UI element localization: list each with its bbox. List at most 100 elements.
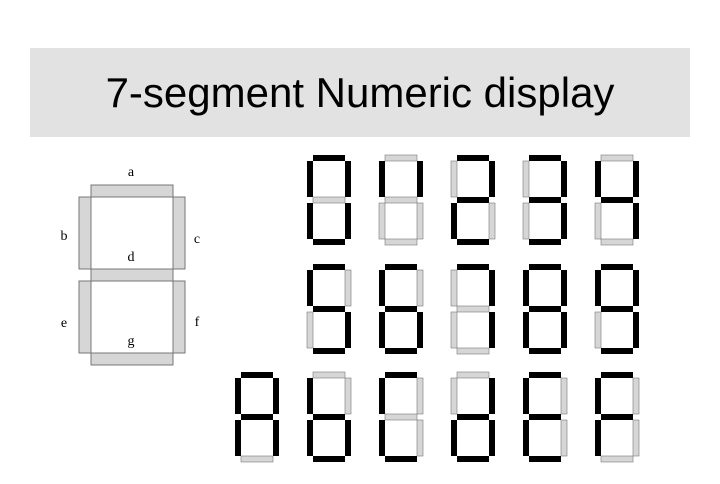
segment-a-on <box>241 372 273 378</box>
seven-segment-digit <box>379 264 424 354</box>
segment-g-on <box>313 239 345 245</box>
segment-c-off <box>344 269 352 307</box>
segment-a-on <box>529 372 561 378</box>
segment-e-on <box>595 420 601 456</box>
segment-f-on <box>345 420 351 456</box>
segment-d-on <box>241 414 273 420</box>
segment-f-off <box>416 202 424 240</box>
segment-g-off <box>384 238 418 246</box>
legend-segment-c <box>172 196 186 270</box>
segment-f-on <box>633 312 639 348</box>
segment-c-on <box>417 161 423 197</box>
segment-c-off <box>344 377 352 415</box>
segment-f-on <box>489 420 495 456</box>
segment-b-off <box>450 377 458 415</box>
legend-segment-b <box>78 196 92 270</box>
segment-f-off <box>560 419 568 457</box>
segment-f-on <box>273 420 279 456</box>
segment-a-on <box>529 155 561 161</box>
segment-d-on <box>529 197 561 203</box>
seven-segment-digit <box>450 155 496 245</box>
seven-segment-digit <box>378 154 424 246</box>
legend-segment-d <box>90 268 174 282</box>
segment-g-on <box>313 348 345 354</box>
segment-b-off <box>522 160 530 198</box>
seven-segment-digit <box>450 264 495 355</box>
segment-c-on <box>489 161 495 197</box>
segment-g-on <box>529 348 561 354</box>
segment-b-off <box>450 160 458 198</box>
segment-f-off <box>416 419 424 457</box>
segment-f-on <box>633 203 639 239</box>
segment-e-on <box>523 312 529 348</box>
seven-segment-digit <box>235 372 279 463</box>
legend-label-e: e <box>61 316 67 331</box>
segment-e-on <box>523 420 529 456</box>
segment-e-on <box>451 420 457 456</box>
segment-f-on <box>345 203 351 239</box>
legend-label-f: f <box>195 315 200 330</box>
segment-c-on <box>561 270 567 306</box>
segment-d-off <box>312 196 346 204</box>
seven-segment-digit <box>450 371 495 462</box>
segment-d-on <box>457 197 489 203</box>
segment-a-on <box>529 264 561 270</box>
segment-e-off <box>594 202 602 240</box>
seven-segment-digit <box>523 264 567 354</box>
segment-a-on <box>385 372 417 378</box>
segment-g-on <box>385 348 417 354</box>
legend-label-c: c <box>194 232 200 247</box>
segment-e-off <box>594 311 602 349</box>
segment-c-on <box>273 378 279 414</box>
segment-b-on <box>595 378 601 414</box>
segment-b-on <box>307 378 313 414</box>
segment-a-on <box>457 155 489 161</box>
segment-e-off <box>306 311 314 349</box>
segment-g-off <box>600 238 634 246</box>
segment-f-on <box>561 312 567 348</box>
segment-f-on <box>561 203 567 239</box>
segment-d-off <box>384 196 418 204</box>
legend-label-a: a <box>128 165 135 180</box>
segment-g-on <box>457 456 489 462</box>
segment-a-on <box>601 264 633 270</box>
legend-segment-g <box>90 352 174 366</box>
seven-segment-digit <box>595 372 640 463</box>
seven-segment-digit <box>594 264 639 354</box>
segment-c-off <box>416 377 424 415</box>
segment-c-on <box>489 270 495 306</box>
seven-segment-digit <box>522 155 567 245</box>
seven-segment-digit <box>307 371 352 462</box>
segment-c-on <box>489 378 495 414</box>
segment-g-on <box>529 456 561 462</box>
segment-c-off <box>416 269 424 307</box>
segment-b-on <box>523 378 529 414</box>
segment-a-on <box>601 372 633 378</box>
segment-a-off <box>384 154 418 162</box>
segment-b-on <box>523 270 529 306</box>
segment-c-on <box>561 161 567 197</box>
segment-c-off <box>632 377 640 415</box>
segment-f-on <box>417 312 423 348</box>
legend-label-b: b <box>61 229 68 244</box>
segment-d-on <box>313 306 345 312</box>
legend-segment-f <box>172 280 186 354</box>
segment-a-on <box>313 264 345 270</box>
segment-d-on <box>529 306 561 312</box>
segment-g-on <box>529 239 561 245</box>
segment-b-on <box>307 161 313 197</box>
segment-d-off <box>456 305 490 313</box>
segment-e-on <box>235 420 241 456</box>
segment-b-on <box>595 270 601 306</box>
segment-d-on <box>601 414 633 420</box>
segment-g-on <box>601 348 633 354</box>
segment-a-off <box>312 371 346 379</box>
segment-a-on <box>313 155 345 161</box>
segment-e-off <box>522 202 530 240</box>
legend-label-d: d <box>128 250 135 265</box>
seven-segment-digit <box>523 372 568 462</box>
segment-f-on <box>489 312 495 348</box>
segment-d-on <box>601 197 633 203</box>
